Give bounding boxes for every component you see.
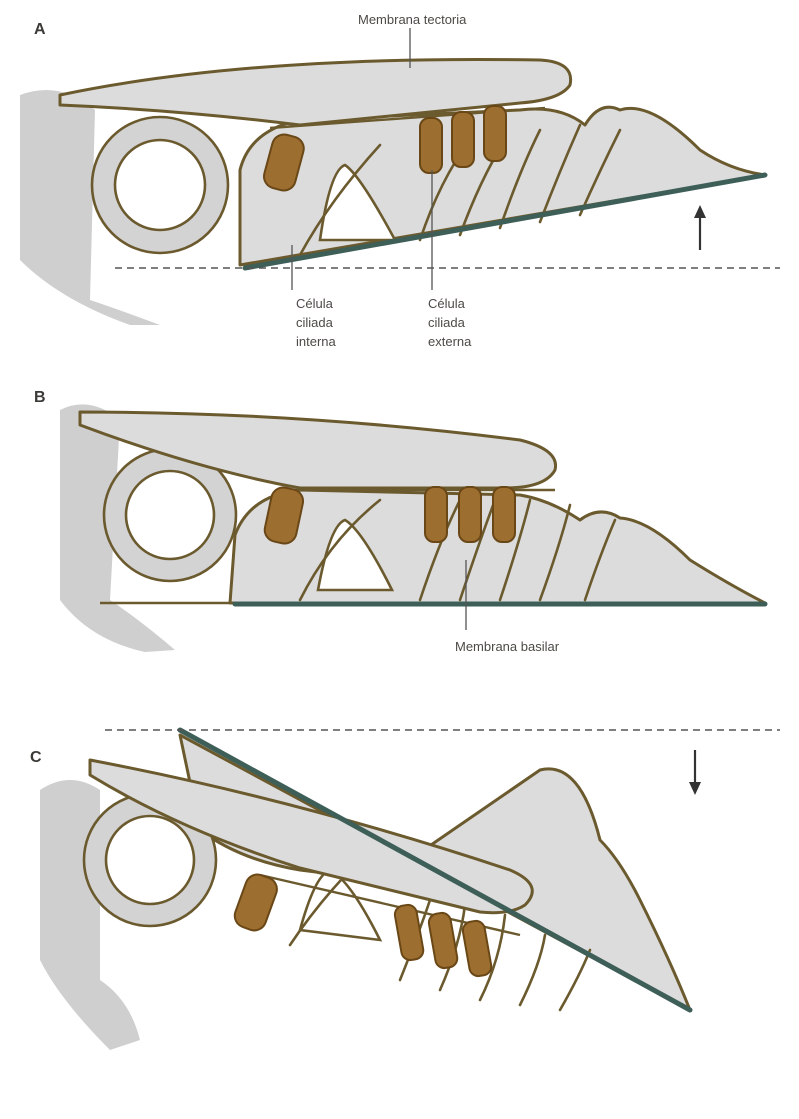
panel-letter-b: B <box>34 389 46 406</box>
arrow-down-icon <box>689 750 701 795</box>
outer-hair-cell-b1 <box>425 487 447 542</box>
outer-hair-cell-a1 <box>420 118 442 173</box>
outer-hair-cell-a2 <box>452 112 474 167</box>
inner-hair-cell-label-2: ciliada <box>296 315 334 330</box>
outer-hair-cell-label-3: externa <box>428 334 472 349</box>
outer-hair-cell-label-2: ciliada <box>428 315 466 330</box>
tectorial-membrane-label: Membrana tectoria <box>358 12 467 27</box>
panel-c: C <box>30 730 780 1050</box>
panel-letter-c: C <box>30 749 42 766</box>
panel-a: A Membrana tectoria <box>20 12 780 349</box>
outer-hair-cell-a3 <box>484 106 506 161</box>
outer-hair-cell-b2 <box>459 487 481 542</box>
panel-letter-a: A <box>34 21 46 38</box>
arrow-up-icon <box>694 205 706 250</box>
inner-hair-cell-c <box>231 871 280 934</box>
basilar-membrane-label: Membrana basilar <box>455 639 560 654</box>
outer-hair-cell-label-1: Célula <box>428 296 466 311</box>
inner-hair-cell-label-3: interna <box>296 334 337 349</box>
outer-hair-cell-b3 <box>493 487 515 542</box>
panel-b: B Membrana basilar <box>34 389 765 654</box>
inner-hair-cell-label-1: Célula <box>296 296 334 311</box>
